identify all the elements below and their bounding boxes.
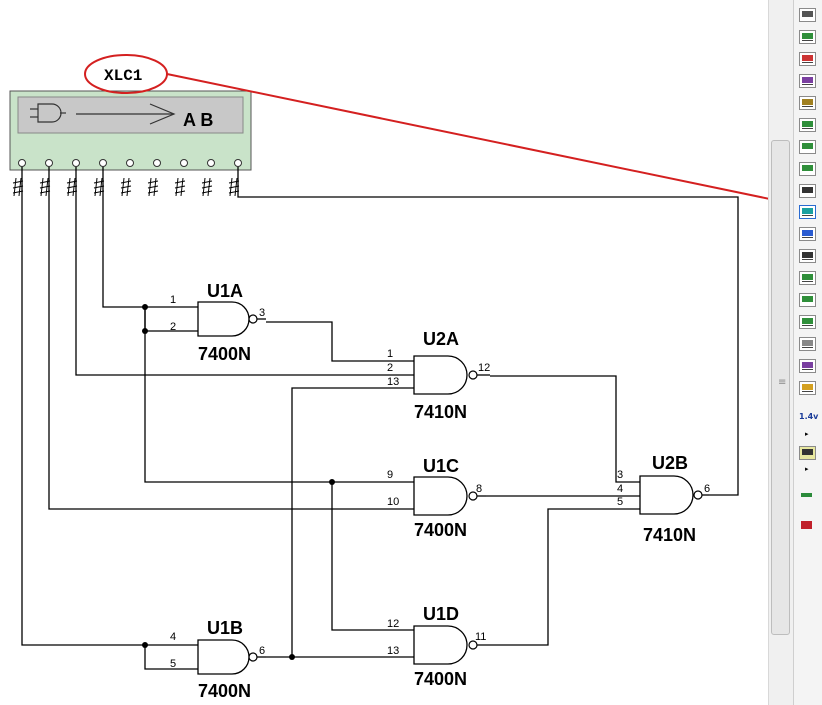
- gate-id: U1D: [423, 604, 459, 624]
- labview-instrument-icon[interactable]: [799, 446, 816, 460]
- pin-number: 5: [170, 658, 176, 670]
- vertical-scrollbar[interactable]: ≡: [768, 0, 793, 705]
- pin-number: 4: [170, 631, 176, 643]
- function-generator-icon[interactable]: [799, 30, 816, 44]
- dropdown-arrow-icon[interactable]: ▸: [805, 465, 809, 473]
- junction-dots: [142, 304, 335, 660]
- schematic-canvas[interactable]: A B XLC1: [0, 0, 768, 705]
- gate-u1d[interactable]: U1D 7400N 12 13 11: [387, 604, 486, 689]
- measurement-probe-icon[interactable]: [799, 488, 816, 502]
- distortion-analyzer-icon[interactable]: [799, 249, 816, 263]
- gate-id: U1C: [423, 456, 459, 476]
- voltage-probe-label[interactable]: 1.4v: [799, 412, 819, 421]
- gate-part: 7400N: [198, 681, 251, 701]
- pin-number: 10: [387, 496, 399, 508]
- gate-part: 7410N: [643, 525, 696, 545]
- pin-number: 1: [170, 294, 176, 306]
- multimeter-icon[interactable]: [799, 8, 816, 22]
- pin-number: 3: [259, 307, 265, 319]
- frequency-counter-icon[interactable]: [799, 140, 816, 154]
- gate-u2a[interactable]: U2A 7410N 1 2 13 12: [387, 329, 490, 422]
- pin-number: 13: [387, 376, 399, 388]
- wattmeter-icon[interactable]: [799, 52, 816, 66]
- instrument-callout: XLC1: [84, 54, 768, 200]
- pin-number: 4: [617, 483, 623, 495]
- instrument-name-label: XLC1: [104, 67, 142, 85]
- gate-part: 7400N: [198, 344, 251, 364]
- gate-u1b[interactable]: U1B 7400N 4 5 6: [170, 618, 266, 701]
- pin-number: 8: [476, 483, 482, 495]
- wires: [21, 167, 739, 670]
- pin-number: 12: [387, 618, 399, 630]
- agilent-oscilloscope-icon[interactable]: [799, 359, 816, 373]
- instruments-toolbar: 1.4v ▸ ▸: [793, 0, 822, 705]
- pin-number: 1: [387, 348, 393, 360]
- logic-converter-instrument[interactable]: A B: [9, 90, 252, 197]
- logic-gate-icon: [30, 103, 66, 123]
- logic-analyzer-icon[interactable]: [799, 184, 816, 198]
- current-probe-icon[interactable]: [799, 518, 816, 532]
- word-generator-icon[interactable]: [799, 162, 816, 176]
- gate-id: U2B: [652, 453, 688, 473]
- pin-number: 5: [617, 496, 623, 508]
- pin-number: 11: [475, 631, 486, 643]
- terminal-bus-marks: [12, 177, 240, 197]
- scrollbar-thumb[interactable]: ≡: [771, 140, 790, 635]
- instrument-display-label: A B: [183, 110, 213, 130]
- pin-number: 12: [478, 362, 490, 374]
- four-channel-oscilloscope-icon[interactable]: [799, 96, 816, 110]
- pin-number: 13: [387, 645, 399, 657]
- spectrum-analyzer-icon[interactable]: [799, 271, 816, 285]
- agilent-generator-icon[interactable]: [799, 315, 816, 329]
- gate-part: 7400N: [414, 520, 467, 540]
- pin-number: 3: [617, 469, 623, 481]
- agilent-multimeter-icon[interactable]: [799, 337, 816, 351]
- gate-part: 7410N: [414, 402, 467, 422]
- pin-number: 2: [170, 321, 176, 333]
- pin-number: 2: [387, 362, 393, 374]
- gate-u2b[interactable]: U2B 7410N 3 4 5 6: [617, 453, 710, 545]
- gate-part: 7400N: [414, 669, 467, 689]
- dropdown-arrow-icon[interactable]: ▸: [805, 430, 809, 438]
- instrument-terminals: [18, 159, 242, 167]
- arrow-icon: [76, 103, 176, 125]
- gate-id: U1A: [207, 281, 243, 301]
- tektronix-oscilloscope-icon[interactable]: [799, 381, 816, 395]
- pin-number: 6: [259, 645, 265, 657]
- pin-number: 6: [704, 483, 710, 495]
- network-analyzer-icon[interactable]: [799, 293, 816, 307]
- gate-id: U1B: [207, 618, 243, 638]
- gate-id: U2A: [423, 329, 459, 349]
- oscilloscope-icon[interactable]: [799, 74, 816, 88]
- iv-analyzer-icon[interactable]: [799, 227, 816, 241]
- grip-icon: ≡: [778, 377, 787, 388]
- pin-number: 9: [387, 469, 393, 481]
- gate-u1c[interactable]: U1C 7400N 9 10 8: [387, 456, 486, 540]
- logic-converter-icon[interactable]: [799, 205, 816, 219]
- bode-plotter-icon[interactable]: [799, 118, 816, 132]
- gate-u1a[interactable]: U1A 7400N 1 2 3: [170, 281, 266, 364]
